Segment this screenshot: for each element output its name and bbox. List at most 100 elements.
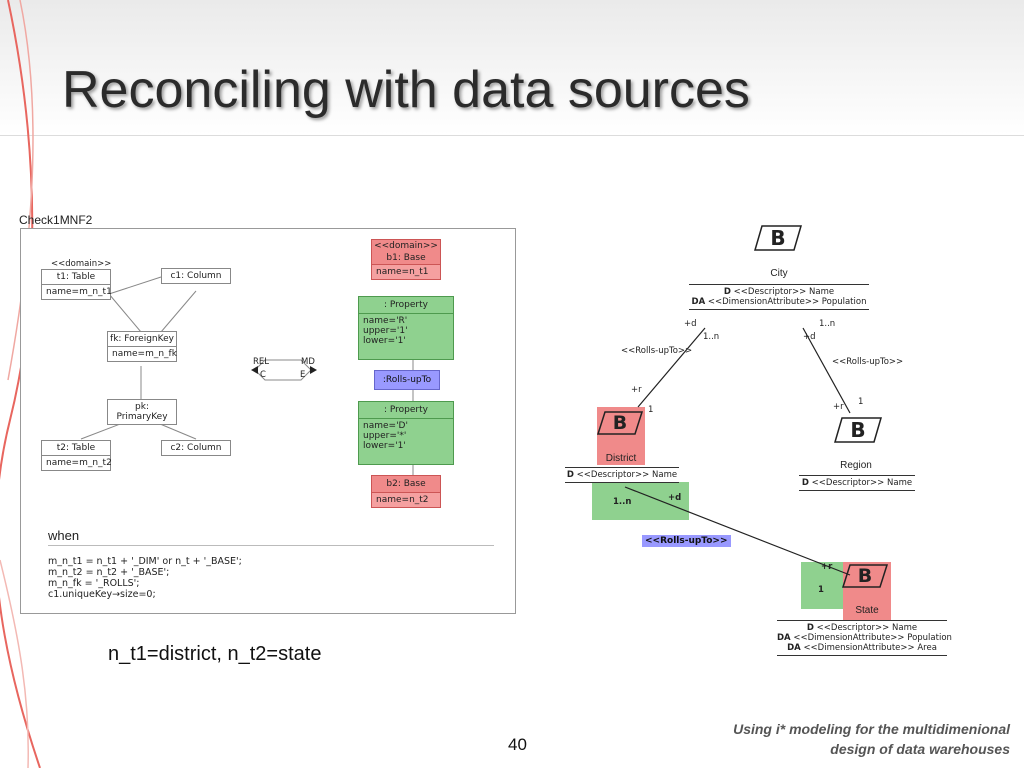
b2-attr: name=n_t2 bbox=[372, 492, 440, 507]
district-highlight bbox=[597, 407, 645, 465]
city-attributes: D <<Descriptor>> Name DA <<DimensionAttr… bbox=[689, 284, 869, 310]
state-attr-area: <<DimensionAttribute>> Area bbox=[803, 643, 937, 653]
state-mult: 1 bbox=[818, 585, 824, 595]
header-band bbox=[0, 0, 1024, 136]
rolls-upto-highlight: <<Rolls-upTo>> bbox=[642, 535, 731, 547]
city-left-role: +d bbox=[684, 319, 697, 329]
b2-name: b2: Base bbox=[386, 479, 426, 489]
state-role: +r bbox=[821, 562, 833, 572]
fk-name: fk: ForeignKey bbox=[110, 334, 174, 344]
property-r-box: : Property name='R' upper='1' lower='1' bbox=[358, 296, 454, 360]
t2-table-box: t2: Table name=m_n_t2 bbox=[41, 440, 112, 471]
b1-stereotype: <<domain>> bbox=[374, 241, 438, 251]
md-model-diagram: B B B B City D <<Descriptor>> Name DA <<… bbox=[555, 215, 995, 675]
c1-column-box: c1: Column bbox=[161, 268, 231, 284]
relation-right-bottom: E bbox=[300, 370, 306, 380]
condition-line: m_n_t1 = n_t1 + '_DIM' or n_t + '_BASE'; bbox=[48, 556, 242, 567]
state-highlight bbox=[843, 562, 891, 620]
slide-number: 40 bbox=[508, 735, 527, 754]
property-d-box: : Property name='D' upper='*' lower='1' bbox=[358, 401, 454, 465]
rule-name: Check1MNF2 bbox=[19, 213, 93, 227]
state-attr-name: <<Descriptor>> Name bbox=[816, 623, 918, 633]
city-left-mult: 1..n bbox=[703, 332, 720, 342]
t1-name: t1: Table bbox=[56, 272, 96, 282]
district-base-icon bbox=[597, 411, 643, 435]
descriptor-tag: D bbox=[566, 470, 574, 480]
t2-attr: name=m_n_t2 bbox=[42, 455, 112, 470]
district-badge-letter: B bbox=[612, 412, 628, 434]
footer-line-1: Using i* modeling for the multidimeniona… bbox=[733, 721, 1010, 737]
b2-base-box: b2: Base name=n_t2 bbox=[371, 475, 441, 508]
region-base-icon bbox=[834, 417, 882, 443]
relation-left-bottom: C bbox=[260, 370, 266, 380]
rolls-upto-box: :Rolls-upTo bbox=[374, 370, 440, 390]
fk-attr: name=m_n_fk bbox=[108, 346, 177, 361]
footer-line-2: design of data warehouses bbox=[830, 741, 1010, 757]
green-mult: 1..n bbox=[613, 497, 632, 507]
c2-name: c2: Column bbox=[170, 443, 222, 453]
pk-box: pk: PrimaryKey bbox=[107, 399, 177, 425]
descriptor-tag: D bbox=[806, 623, 814, 633]
dimension-attribute-tag: DA bbox=[691, 297, 706, 307]
district-mult: 1 bbox=[648, 405, 654, 415]
district-role: +r bbox=[631, 385, 642, 395]
city-attr-population: <<DimensionAttribute>> Population bbox=[707, 297, 867, 307]
region-role: +r bbox=[833, 402, 844, 412]
state-attributes: D <<Descriptor>> Name DA <<DimensionAttr… bbox=[777, 620, 952, 656]
c1-name: c1: Column bbox=[170, 271, 222, 281]
b1-base-box: <<domain>> b1: Base name=n_t1 bbox=[371, 239, 441, 280]
prop2-name-attr: name='D' bbox=[363, 421, 408, 431]
b1-name: b1: Base bbox=[386, 253, 426, 263]
condition-line: m_n_fk = '_ROLLS'; bbox=[48, 578, 140, 589]
region-name: Region bbox=[840, 460, 872, 471]
city-right-role: +d bbox=[803, 332, 816, 342]
condition-line: c1.uniqueKey→size=0; bbox=[48, 589, 156, 600]
dimension-attribute-tag: DA bbox=[787, 643, 801, 653]
relation-hexagon-icon bbox=[251, 359, 317, 381]
prop1-name-attr: name='R' bbox=[363, 316, 408, 326]
c2-column-box: c2: Column bbox=[161, 440, 231, 456]
rolls-right-label: <<Rolls-upTo>> bbox=[832, 357, 904, 367]
b1-attr: name=n_t1 bbox=[372, 264, 440, 279]
mapping-note: n_t1=district, n_t2=state bbox=[108, 643, 322, 665]
prop1-lower: lower='1' bbox=[363, 336, 406, 346]
condition-line: m_n_t2 = n_t2 + '_BASE'; bbox=[48, 567, 170, 578]
prop2-lower: lower='1' bbox=[363, 441, 406, 451]
green-role: +d bbox=[668, 493, 682, 503]
city-attr-name: <<Descriptor>> Name bbox=[733, 287, 835, 297]
city-right-mult: 1..n bbox=[819, 319, 836, 329]
city-name: City bbox=[770, 268, 788, 279]
prop2-name: : Property bbox=[359, 402, 453, 419]
region-attributes: D <<Descriptor>> Name bbox=[799, 475, 915, 491]
footer-caption: Using i* modeling for the multidimeniona… bbox=[733, 719, 1010, 759]
t1-stereotype: <<domain>> bbox=[51, 259, 112, 269]
prop2-upper: upper='*' bbox=[363, 431, 407, 441]
state-base-icon bbox=[842, 564, 888, 588]
descriptor-tag: D bbox=[801, 478, 809, 488]
region-badge-letter: B bbox=[850, 418, 866, 442]
when-divider bbox=[48, 545, 494, 546]
rule-panel: REL C MD E <<domain>> t1: Table name=m_n… bbox=[20, 228, 516, 614]
relation-right-top: MD bbox=[301, 357, 315, 367]
state-badge-letter: B bbox=[857, 565, 873, 587]
prop1-name: : Property bbox=[359, 297, 453, 314]
state-attr-population: <<DimensionAttribute>> Population bbox=[793, 633, 952, 643]
t1-table-box: t1: Table name=m_n_t1 bbox=[41, 269, 112, 300]
district-green-highlight bbox=[592, 482, 689, 520]
fk-box: fk: ForeignKey name=m_n_fk bbox=[107, 331, 177, 362]
region-attr-name: <<Descriptor>> Name bbox=[811, 478, 913, 488]
descriptor-tag: D bbox=[723, 287, 731, 297]
district-attributes: D <<Descriptor>> Name bbox=[565, 467, 679, 483]
city-badge-letter: B bbox=[770, 226, 786, 250]
decorative-curves bbox=[0, 0, 41, 768]
md-connector-lines bbox=[624, 327, 851, 576]
t2-name: t2: Table bbox=[56, 443, 96, 453]
pk-name: pk: PrimaryKey bbox=[116, 402, 168, 422]
state-name: State bbox=[855, 605, 879, 616]
rolls-left-label: <<Rolls-upTo>> bbox=[621, 346, 693, 356]
conditions-list: m_n_t1 = n_t1 + '_DIM' or n_t + '_BASE';… bbox=[48, 556, 242, 600]
prop1-upper: upper='1' bbox=[363, 326, 408, 336]
when-title: when bbox=[48, 528, 80, 543]
city-base-icon bbox=[754, 225, 802, 251]
district-name: District bbox=[605, 453, 637, 464]
